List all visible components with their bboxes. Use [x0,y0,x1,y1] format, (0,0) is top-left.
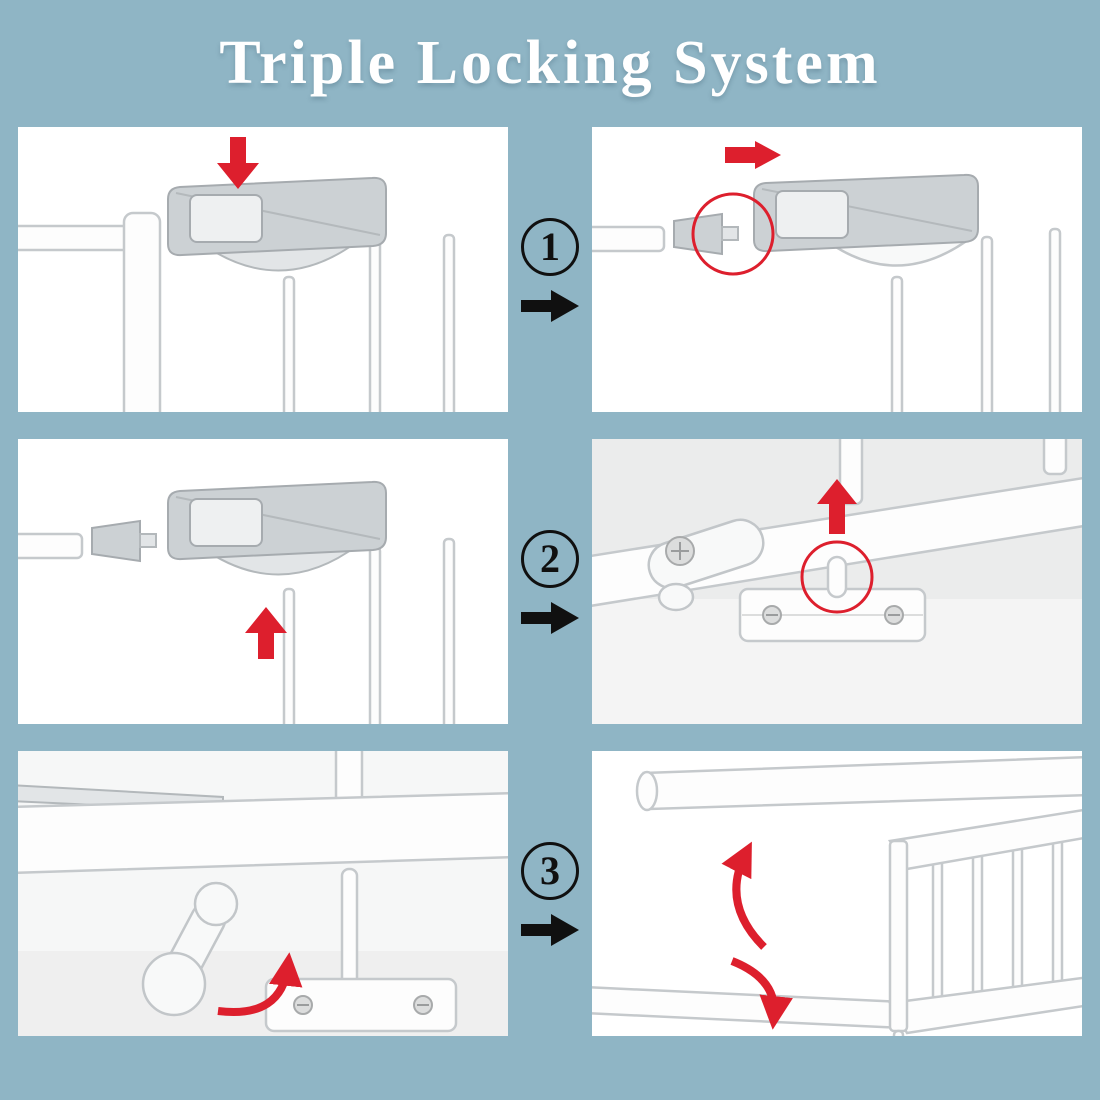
step1-before-panel [18,127,508,412]
step3-before-panel [18,751,508,1036]
step-3-number: 3 [521,841,579,900]
bottom-pin-lift-photo [592,439,1082,724]
next-step-arrow-icon [521,289,579,322]
next-step-arrow-icon [521,601,579,634]
step-row-1: 1 [18,127,1082,412]
door-bar [1051,837,1064,988]
gate-handle-press-illustration [18,127,508,412]
red-circle-highlight [800,540,874,614]
step-1-number: 1 [521,217,579,276]
latch-wedge [91,519,141,563]
step3-after-panel [592,751,1082,1036]
gate-handle-slide-illustration [592,127,1082,412]
lever-turn-photo [18,751,508,1036]
red-up-arrow-icon [817,479,857,534]
step-1-indicator: 1 [508,127,592,412]
door-bar [971,849,984,1000]
latch-pin [721,226,739,241]
gate-handle-lift-illustration [18,439,508,724]
gate-rail [18,224,130,252]
gate-rail [592,225,666,253]
gate-post [122,211,162,412]
next-step-arrow-icon [521,913,579,946]
step-row-3: 3 [18,751,1082,1036]
step2-before-panel [18,439,508,724]
door-pin [892,1029,905,1036]
locking-pin [826,555,848,599]
latch-pin [139,533,157,548]
door-bar [1011,843,1024,994]
red-curved-arrow-down-icon [730,957,793,1030]
gate-rail [18,532,84,560]
red-right-arrow-icon [725,141,781,169]
door-bar [931,855,944,1007]
gate-bottom-rail [18,791,508,874]
latch-wedge [673,212,723,256]
red-up-arrow-icon [245,607,287,659]
red-circle-highlight [691,192,775,276]
step-3-indicator: 3 [508,751,592,1036]
step2-after-panel [592,439,1082,724]
step-2-indicator: 2 [508,439,592,724]
lock-lever [647,518,765,612]
door-stile [888,839,909,1033]
gate-bar [1042,439,1068,476]
gate-swing-open-photo [592,751,1082,1036]
red-down-arrow-icon [217,137,259,189]
red-curved-arrow-up-icon [721,841,767,950]
step1-after-panel [592,127,1082,412]
rail-end-cap [635,770,659,812]
step-2-number: 2 [521,529,579,588]
red-curved-arrow-icon [217,952,303,1016]
page-title: Triple Locking System [219,29,881,97]
lock-lever [141,881,239,1017]
step-row-2: 2 [18,439,1082,724]
locking-pin [340,867,359,989]
